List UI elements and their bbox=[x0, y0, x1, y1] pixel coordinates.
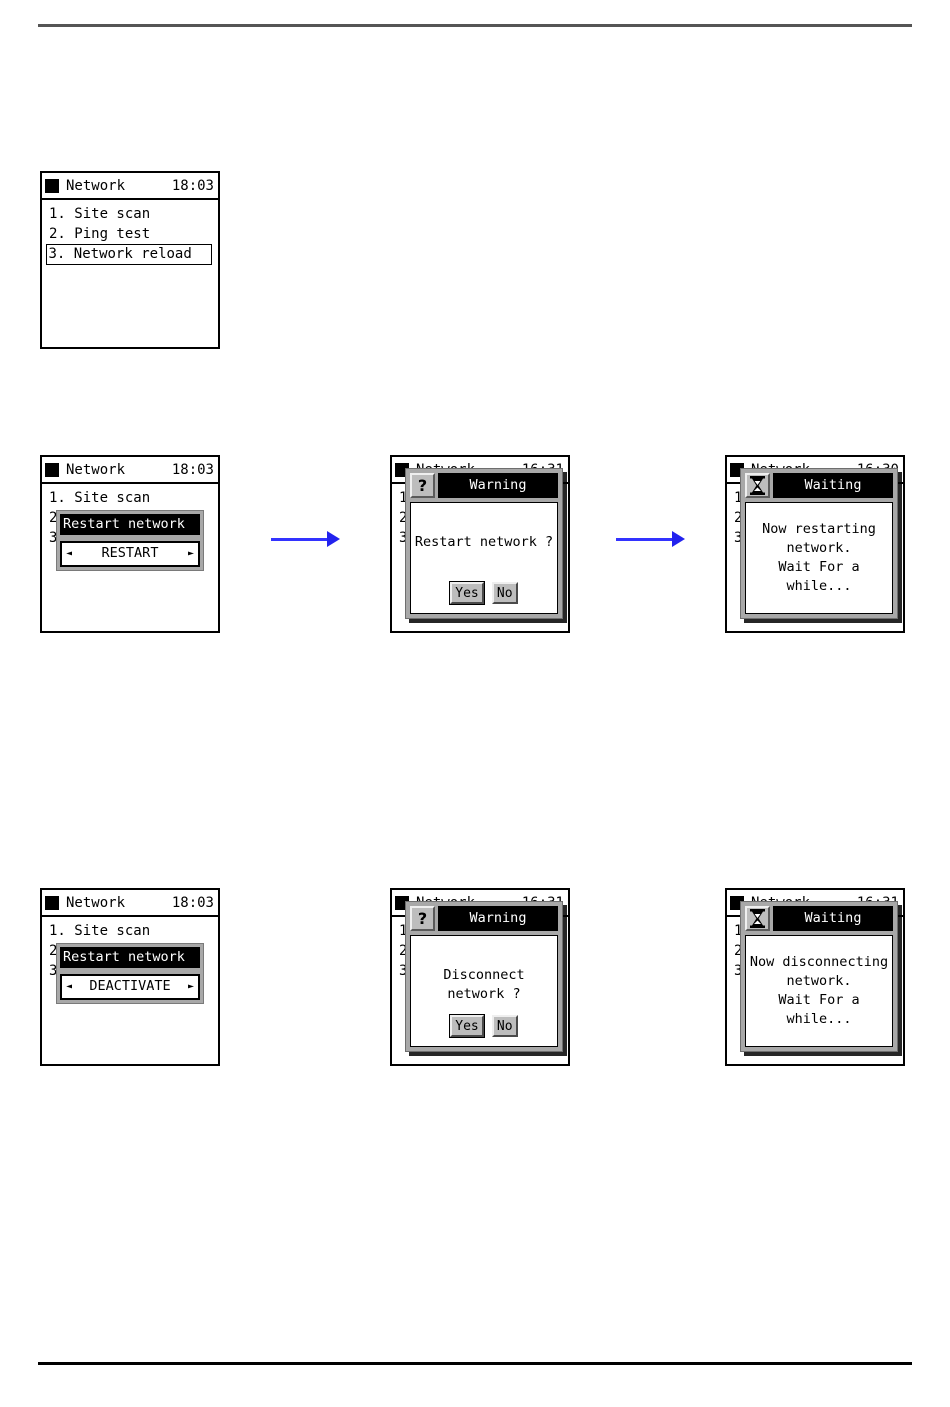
menu-item-ping-test[interactable]: 2. Ping test bbox=[49, 226, 151, 242]
lcd-screen-restart-waiting: Network 16:30 1. Site scan 2. Ping test … bbox=[725, 455, 905, 633]
action-spinner[interactable]: ◄ RESTART ► bbox=[60, 541, 200, 567]
question-mark-icon: ? bbox=[410, 473, 435, 498]
menu-item-network-reload[interactable]: 3. Network reload bbox=[46, 244, 212, 265]
lcd-screen-restart-spinner: Network 18:03 1. Site scan 2. Ping test … bbox=[40, 455, 220, 633]
menu-item-site-scan: 1. Site scan bbox=[49, 490, 151, 506]
question-mark-icon: ? bbox=[410, 906, 435, 931]
waiting-dialog: Waiting Now restarting network. Wait For… bbox=[740, 468, 898, 619]
dialog-body: Now disconnecting network. Wait For a wh… bbox=[745, 935, 893, 1047]
warning-dialog: ? Warning Restart network ? Yes No bbox=[405, 468, 563, 619]
spinner-right-arrow-icon[interactable]: ► bbox=[187, 981, 194, 992]
lcd-screen-deactivate-spinner: Network 18:03 1. Site scan 2. Ping test … bbox=[40, 888, 220, 1066]
spinner-value: DEACTIVATE bbox=[89, 978, 171, 995]
action-spinner[interactable]: ◄ DEACTIVATE ► bbox=[60, 974, 200, 1000]
hourglass-glyph bbox=[750, 909, 765, 928]
no-button[interactable]: No bbox=[491, 1015, 518, 1037]
spinner-left-arrow-icon[interactable]: ◄ bbox=[66, 981, 73, 992]
yes-button[interactable]: Yes bbox=[449, 1014, 485, 1038]
lcd-screen-network-menu: Network 18:03 1. Site scan 2. Ping test … bbox=[40, 171, 220, 349]
dialog-body: Now restarting network. Wait For a while… bbox=[745, 502, 893, 614]
lcd-screen-disconnect-waiting: Network 16:31 1. Site scan 2. Ping test … bbox=[725, 888, 905, 1066]
arrow-head-icon bbox=[672, 531, 685, 547]
question-mark-glyph: ? bbox=[417, 908, 428, 928]
waiting-dialog: Waiting Now disconnecting network. Wait … bbox=[740, 901, 898, 1052]
dialog-titlebar: ? Warning bbox=[410, 906, 558, 931]
menu-item-site-scan: 1. Site scan bbox=[49, 923, 151, 939]
dialog-titlebar: Waiting bbox=[745, 473, 893, 498]
menu-item-site-scan[interactable]: 1. Site scan bbox=[49, 206, 151, 222]
dialog-message: Restart network ? bbox=[414, 534, 554, 550]
status-time: 18:03 bbox=[171, 177, 214, 194]
status-bar: Network 18:03 bbox=[42, 457, 218, 484]
dialog-titlebar: Waiting bbox=[745, 906, 893, 931]
spinner-left-arrow-icon[interactable]: ◄ bbox=[66, 548, 73, 559]
dialog-body: Disconnect network ? Yes No bbox=[410, 935, 558, 1047]
dialog-message: Now disconnecting network. Wait For a wh… bbox=[749, 954, 889, 1027]
no-button[interactable]: No bbox=[491, 582, 518, 604]
black-square-icon bbox=[45, 462, 59, 477]
status-time: 18:03 bbox=[171, 461, 214, 478]
page-top-rule bbox=[38, 24, 912, 27]
status-bar: Network 18:03 bbox=[42, 173, 218, 200]
dialog-message: Now restarting network. Wait For a while… bbox=[762, 521, 876, 594]
restart-network-popup: Restart network ◄ DEACTIVATE ► bbox=[56, 943, 204, 1004]
dialog-title: Warning bbox=[438, 473, 558, 498]
status-title: Network bbox=[66, 177, 126, 194]
flow-arrow-1 bbox=[271, 531, 340, 547]
spinner-right-arrow-icon[interactable]: ► bbox=[187, 548, 194, 559]
page-bottom-rule bbox=[38, 1362, 912, 1365]
dialog-title: Warning bbox=[438, 906, 558, 931]
popup-title: Restart network bbox=[60, 514, 200, 535]
dialog-title: Waiting bbox=[773, 473, 893, 498]
restart-network-popup: Restart network ◄ RESTART ► bbox=[56, 510, 204, 571]
spinner-value: RESTART bbox=[101, 545, 159, 562]
status-time: 18:03 bbox=[171, 894, 214, 911]
dialog-message: Disconnect network ? bbox=[443, 967, 525, 1002]
hourglass-icon bbox=[745, 906, 770, 931]
dialog-buttons: Yes No bbox=[449, 581, 518, 605]
arrow-shaft bbox=[616, 537, 672, 541]
hourglass-icon bbox=[745, 473, 770, 498]
lcd-screen-restart-warning: Network 16:31 1. Site scan 2. Ping test … bbox=[390, 455, 570, 633]
warning-dialog: ? Warning Disconnect network ? Yes No bbox=[405, 901, 563, 1052]
popup-title: Restart network bbox=[60, 947, 200, 968]
status-title: Network bbox=[66, 894, 126, 911]
flow-arrow-2 bbox=[616, 531, 685, 547]
black-square-icon bbox=[45, 895, 59, 910]
dialog-title: Waiting bbox=[773, 906, 893, 931]
black-square-icon bbox=[45, 178, 59, 193]
arrow-shaft bbox=[271, 537, 327, 541]
dialog-body: Restart network ? Yes No bbox=[410, 502, 558, 614]
dialog-buttons: Yes No bbox=[449, 1014, 518, 1038]
dialog-titlebar: ? Warning bbox=[410, 473, 558, 498]
hourglass-glyph bbox=[750, 476, 765, 495]
menu-list: 1. Site scan 2. Ping test 3. Network rel… bbox=[42, 200, 218, 265]
arrow-head-icon bbox=[327, 531, 340, 547]
lcd-screen-disconnect-warning: Network 16:31 1. Site scan 2. Ping test … bbox=[390, 888, 570, 1066]
yes-button[interactable]: Yes bbox=[449, 581, 485, 605]
question-mark-glyph: ? bbox=[417, 475, 428, 495]
status-title: Network bbox=[66, 461, 126, 478]
status-bar: Network 18:03 bbox=[42, 890, 218, 917]
